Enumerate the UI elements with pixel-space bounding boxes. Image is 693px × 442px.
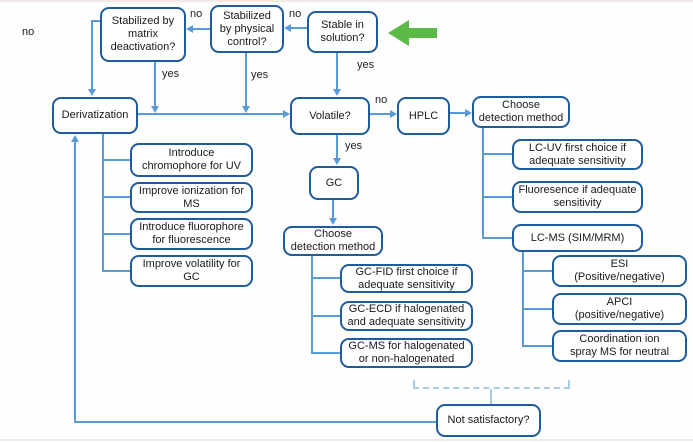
node-choose-detection-lc: Choose detection method (472, 96, 570, 128)
connector-line (102, 270, 130, 272)
node-choose-detection-gc: Choose detection method (283, 226, 383, 256)
arrowhead (284, 24, 291, 32)
connector-line (311, 277, 340, 279)
connector-line (311, 315, 340, 317)
connector-line (192, 28, 212, 30)
arrowhead (283, 110, 290, 118)
edge-label-yes: yes (251, 69, 269, 81)
connector-line (522, 345, 552, 347)
connector-line (245, 53, 247, 106)
connector-line (482, 153, 512, 155)
edge-label-yes: yes (345, 140, 363, 152)
node-introduce-chromophore: Introduce chromophore for UV (130, 143, 253, 177)
edge-label-yes: yes (162, 68, 180, 80)
connector-line (522, 252, 524, 347)
node-improve-ionization: Improve ionization for MS (130, 182, 253, 213)
node-esi: ESI (Positive/negative) (552, 255, 687, 287)
node-apci: APCI (positive/negative) (552, 293, 687, 325)
arrowhead (186, 25, 193, 33)
connector-line (74, 141, 76, 423)
arrowhead (88, 89, 96, 96)
connector-line (522, 308, 552, 310)
connector-line (482, 128, 484, 239)
node-stable-solution: Stable in solution? (307, 11, 378, 53)
connector-line (102, 196, 130, 198)
edge-label-no: no (22, 26, 35, 38)
arrowhead (333, 158, 341, 165)
node-lc-uv: LC-UV first choice if adequate sensitivi… (512, 139, 643, 170)
connector-line (102, 233, 130, 235)
node-fluorescence: Fluoresence if adequate sensitivity (512, 181, 643, 213)
connector-line (154, 62, 156, 106)
edge-label-no: no (190, 8, 203, 20)
connector-line (450, 112, 466, 114)
node-improve-volatility: Improve volatility for GC (130, 255, 253, 287)
arrowhead (465, 109, 472, 117)
arrowhead (71, 135, 79, 142)
node-lc-ms: LC-MS (SIM/MRM) (512, 224, 643, 252)
connector-line (336, 135, 338, 159)
connector-line (91, 20, 93, 90)
edge-label-no: no (375, 94, 388, 106)
connector-line (102, 134, 104, 272)
connector-line (311, 352, 340, 354)
arrowhead (333, 89, 341, 96)
connector-line (311, 256, 313, 353)
connector-line (75, 421, 436, 423)
connector-line (138, 113, 283, 115)
node-volatile: Volatile? (290, 97, 370, 135)
merge-bracket (413, 380, 415, 388)
arrowhead (242, 106, 250, 113)
node-stabilized-matrix: Stabilized by matrix deactivation? (100, 7, 186, 62)
connector-line (92, 20, 101, 22)
connector-line (336, 53, 338, 89)
node-gc-ecd: GC-ECD if halogenated and adequate sensi… (340, 301, 473, 331)
node-stabilized-physical: Stabilized by physical control? (210, 5, 284, 53)
connector-line (522, 270, 552, 272)
edge-label-yes: yes (357, 59, 375, 71)
arrowhead (390, 110, 397, 118)
merge-bracket (568, 380, 570, 388)
arrowhead (151, 106, 159, 113)
node-coordination: Coordination ion spray MS for neutral (552, 330, 687, 362)
node-not-satisfactory: Not satisfactory? (436, 404, 541, 437)
connector-line (482, 237, 512, 239)
page-edge-line (0, 439, 693, 441)
node-derivatization: Derivatization (52, 97, 138, 134)
node-gc-fid: GC-FID first choice if adequate sensitiv… (340, 264, 473, 293)
connector-line (370, 113, 391, 115)
node-gc-ms: GC-MS for halogenated or non-halogenated (340, 338, 473, 368)
connector-line (332, 200, 334, 218)
arrowhead (329, 218, 337, 225)
merge-bracket (413, 387, 570, 389)
connector-line (102, 159, 130, 161)
node-gc: GC (309, 166, 359, 200)
page-edge-line (0, 0, 693, 2)
node-introduce-fluorophore: Introduce fluorophore for fluorescence (130, 218, 253, 250)
connector-line (482, 196, 512, 198)
merge-bracket (490, 389, 492, 404)
edge-label-no: no (289, 8, 302, 20)
node-hplc: HPLC (397, 97, 450, 135)
green-left-arrow-icon (388, 20, 437, 46)
connector-line (291, 27, 307, 29)
